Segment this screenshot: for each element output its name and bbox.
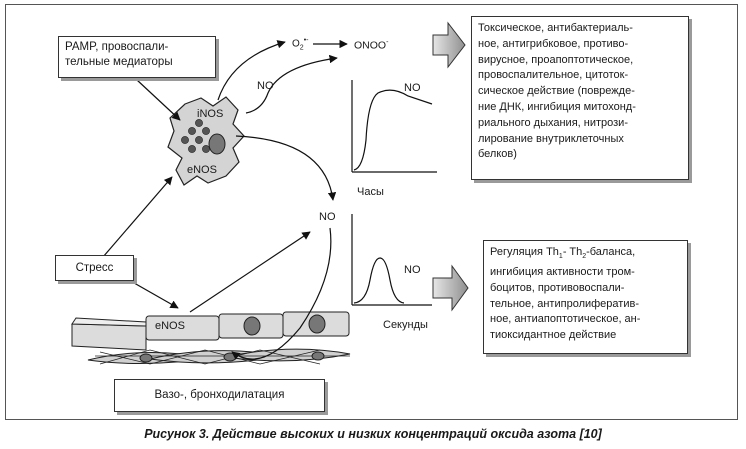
no-label-upper: NO <box>257 80 274 92</box>
no-label-middle: NO <box>319 211 336 223</box>
graph-seconds-curve <box>353 257 405 304</box>
arrows <box>102 39 348 360</box>
regulation-rest: ингибиция активности тром- боцитов, прот… <box>490 265 641 342</box>
big-arrow-top <box>432 21 466 69</box>
toxic-effects-box: Токсическое, антибактериаль- ное, антигр… <box>471 16 689 180</box>
cell-nucleus <box>208 133 226 155</box>
graph-hours <box>351 80 437 173</box>
pamp-box: PAMP, провоспали- тельные медиаторы <box>58 36 216 78</box>
vaso-box: Вазо-, бронходилатация <box>114 379 325 412</box>
seconds-axis-label: Секунды <box>383 319 428 331</box>
peroxynitrite-label: ONOO- <box>354 39 389 52</box>
no-label-graph-seconds: NO <box>404 264 421 276</box>
inos-label: iNOS <box>197 108 224 120</box>
no-label-graph-hours: NO <box>404 82 421 94</box>
graph-hours-curve <box>353 89 433 171</box>
enos-label-endothelium: eNOS <box>155 320 185 332</box>
cell-layer <box>71 311 351 365</box>
enos-label-macrophage: eNOS <box>187 164 217 176</box>
graph-seconds <box>351 214 432 306</box>
hours-axis-label: Часы <box>357 186 384 198</box>
figure-caption: Рисунок 3. Действие высоких и низких кон… <box>144 427 602 441</box>
regulation-box: Регуляция Th1- Th2-баланса, ингибиция ак… <box>483 240 688 354</box>
figure-frame <box>5 4 738 420</box>
macrophage-cell <box>167 96 245 186</box>
regulation-line1: Регуляция Th1- Th2-баланса, <box>490 246 636 261</box>
inos-dots <box>181 119 210 153</box>
superoxide-label: O2•- <box>292 37 309 52</box>
big-arrow-bottom <box>432 264 469 312</box>
stress-box: Стресс <box>55 255 134 281</box>
